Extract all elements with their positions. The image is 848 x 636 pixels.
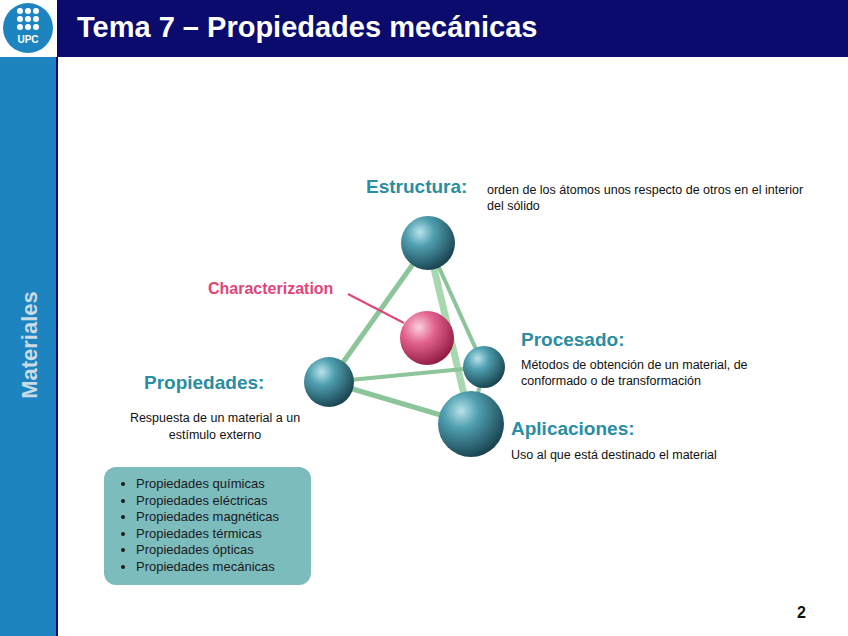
processing-sphere [463, 346, 505, 388]
properties-sphere [304, 357, 354, 407]
list-item: Propiedades químicas [136, 476, 305, 493]
list-item: Propiedades ópticas [136, 542, 305, 559]
structure-sphere [401, 216, 455, 270]
section-heading: Aplicaciones: [511, 418, 635, 440]
list-item: Propiedades mecánicas [136, 559, 305, 576]
section-description: Respuesta de un material a un estímulo e… [110, 410, 320, 444]
section-heading: Propiedades: [144, 372, 264, 394]
section-description: Métodos de obtención de un material, de … [521, 357, 801, 389]
leader-line [348, 294, 404, 323]
section-description: orden de los átomos unos respecto de otr… [487, 182, 809, 214]
title-banner [0, 0, 848, 57]
page-number: 2 [797, 604, 806, 622]
applications-sphere [438, 391, 504, 457]
list-item: Propiedades eléctricas [136, 493, 305, 510]
side-bar-label: Materiales [17, 291, 43, 399]
upc-logo [3, 3, 53, 53]
property-list: Propiedades químicasPropiedades eléctric… [104, 476, 305, 576]
slide-title: Tema 7 – Propiedades mecánicas [77, 11, 537, 44]
side-bar [0, 57, 57, 636]
logo-text: UPC [14, 34, 42, 45]
callout-label: Characterization [208, 280, 333, 298]
logo-dots [17, 8, 39, 30]
section-heading: Estructura: [366, 176, 467, 198]
property-list-box: Propiedades químicasPropiedades eléctric… [104, 467, 311, 585]
section-description: Uso al que está destinado el material [511, 448, 717, 462]
logo-ground [0, 0, 57, 57]
list-item: Propiedades magnéticas [136, 509, 305, 526]
characterization-sphere [400, 311, 454, 365]
side-bar-edge [56, 57, 58, 636]
section-heading: Procesado: [521, 329, 624, 351]
list-item: Propiedades térmicas [136, 526, 305, 543]
